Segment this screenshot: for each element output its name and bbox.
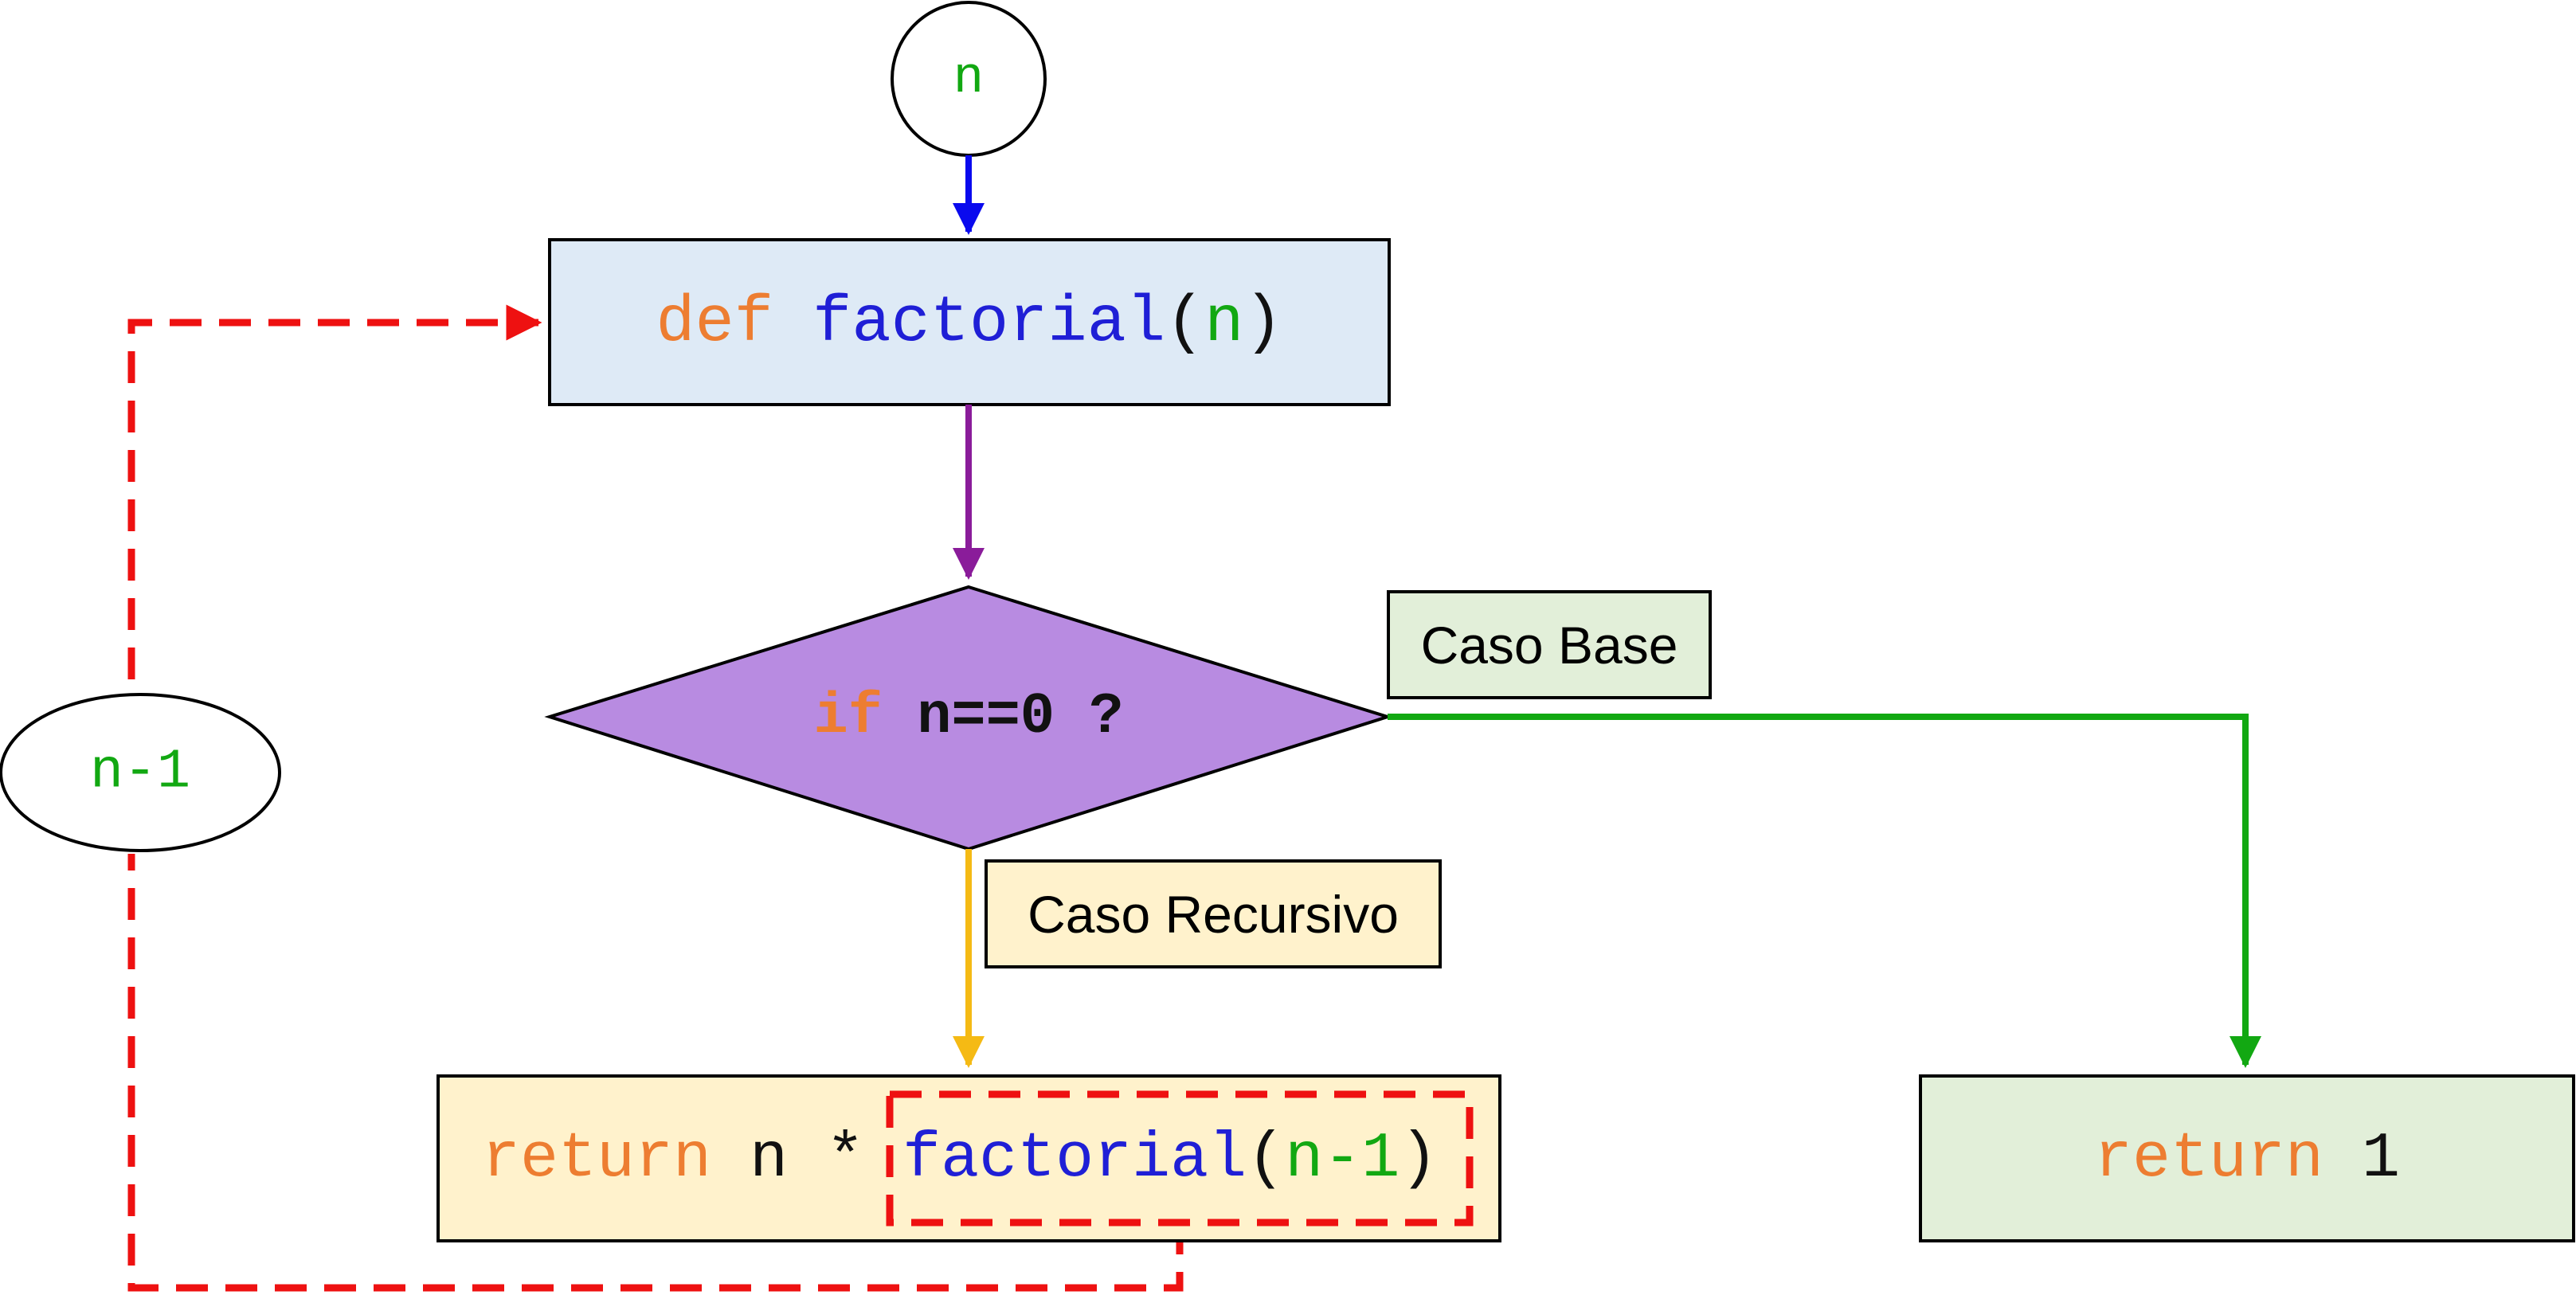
return-keyword: return [482, 1123, 711, 1195]
recursive-call-highlight [886, 1090, 1474, 1227]
recursion-loop-connector [127, 304, 1184, 1292]
condition-text: n==0 ? [917, 684, 1123, 749]
base-return-code: return 1 [2094, 1123, 2400, 1195]
recursion-node-ellipse [0, 693, 281, 852]
input-node: n [891, 1, 1047, 157]
recursion-node-label: n-1 [90, 741, 190, 804]
open-paren: ( [1165, 286, 1204, 360]
recursive-open-paren: ( [1247, 1123, 1285, 1195]
base-return-box: return 1 [1919, 1074, 2575, 1242]
def-keyword: def [656, 286, 773, 360]
base-case-label-text: Caso Base [1421, 616, 1678, 675]
base-return-value: 1 [2362, 1123, 2400, 1195]
param-n: n [1204, 286, 1243, 360]
if-keyword: if [814, 684, 883, 749]
base-case-arrow [1388, 714, 2261, 1068]
function-name: factorial [812, 286, 1165, 360]
function-definition-rect [548, 238, 1391, 406]
multiply-expression: n * [750, 1123, 864, 1195]
function-definition-code: def factorial(n) [656, 286, 1282, 360]
recursive-close-paren: ) [1400, 1123, 1438, 1195]
base-return-rect [1919, 1074, 2575, 1242]
recursion-node: n-1 [0, 693, 281, 852]
recursive-call-name: factorial [902, 1123, 1247, 1195]
recursive-arg: n-1 [1285, 1123, 1400, 1195]
recursion-loop-top-path [127, 304, 542, 679]
recursive-return-code: return n * factorial(n-1) [482, 1123, 1438, 1195]
base-case-label: Caso Base [1387, 590, 1712, 699]
decision-diamond: if n==0 ? [544, 585, 1393, 851]
recursive-case-label-rect [985, 859, 1442, 968]
base-case-label-rect [1387, 590, 1712, 699]
decision-condition: if n==0 ? [814, 684, 1124, 749]
input-node-label: n [953, 50, 984, 108]
recursive-case-label: Caso Recursivo [985, 859, 1442, 968]
recursive-return-box: return n * factorial(n-1) [437, 1074, 1501, 1242]
recursive-return-rect [437, 1074, 1501, 1242]
function-definition-box: def factorial(n) [548, 238, 1391, 406]
base-return-keyword: return [2094, 1123, 2323, 1195]
recursive-case-label-text: Caso Recursivo [1028, 885, 1399, 944]
close-paren: ) [1243, 286, 1282, 360]
